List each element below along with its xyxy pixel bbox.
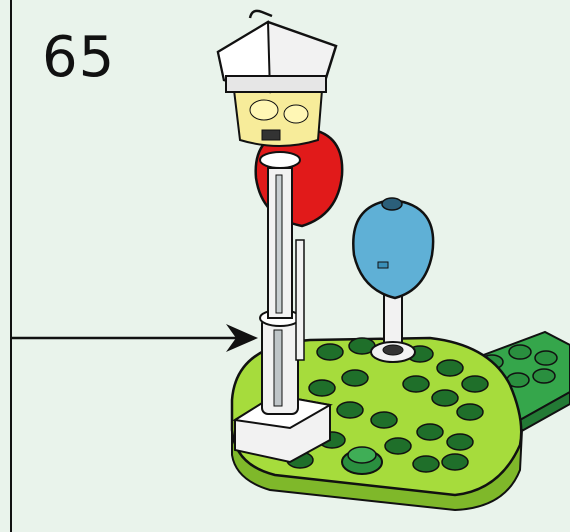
arrow-right-icon [12, 324, 258, 352]
